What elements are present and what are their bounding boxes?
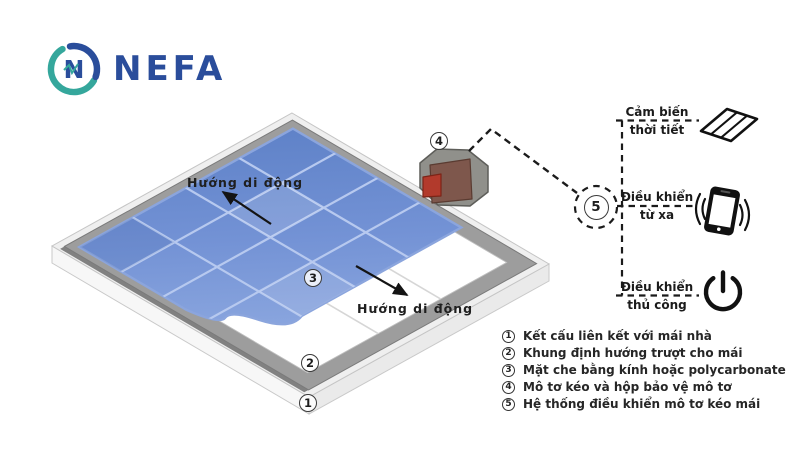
legend-item-1: 1 Kết cấu liên kết với mái nhà bbox=[502, 330, 786, 343]
control-wiring bbox=[468, 119, 699, 297]
legend-item-5: 5 Hệ thống điều khiển mô tơ kéo mái bbox=[502, 398, 786, 411]
movement-label-2: Hướng di động bbox=[357, 301, 474, 316]
arrow-down-right-icon bbox=[355, 265, 409, 296]
control-remote-line2: từ xa bbox=[639, 208, 675, 222]
control-remote-line1: Điều khiển bbox=[620, 190, 694, 204]
motor-box bbox=[419, 148, 489, 207]
power-button-icon bbox=[703, 270, 743, 312]
nefa-logo: N NEFA bbox=[45, 40, 226, 98]
legend-item-3: 3 Mặt che bằng kính hoặc polycarbonate bbox=[502, 364, 786, 377]
marker-5-hub: 5 bbox=[583, 194, 609, 220]
nefa-logo-icon: N bbox=[47, 42, 101, 96]
motor-core bbox=[422, 173, 442, 198]
marker-2: 2 bbox=[301, 354, 319, 372]
legend-num-2: 2 bbox=[502, 347, 515, 360]
legend-text-5: Hệ thống điều khiển mô tơ kéo mái bbox=[523, 397, 761, 411]
legend: 1 Kết cấu liên kết với mái nhà 2 Khung đ… bbox=[502, 330, 786, 411]
signal-waves-icon bbox=[694, 192, 751, 232]
legend-num-5: 5 bbox=[502, 398, 515, 411]
control-manual-line1: Điều khiển bbox=[620, 280, 694, 294]
control-manual-line2: thủ công bbox=[627, 298, 687, 312]
weather-sensor-icon bbox=[699, 107, 759, 143]
movement-label-1: Hướng di động bbox=[187, 175, 304, 190]
marker-4: 4 bbox=[430, 132, 448, 150]
legend-text-2: Khung định hướng trượt cho mái bbox=[523, 346, 743, 360]
movement-arrows bbox=[221, 191, 409, 296]
smartphone-icon bbox=[694, 186, 751, 236]
legend-num-3: 3 bbox=[502, 364, 515, 377]
glass-panel bbox=[52, 113, 485, 359]
glass-panel-grid bbox=[52, 113, 485, 359]
legend-item-4: 4 Mô tơ kéo và hộp bảo vệ mô tơ bbox=[502, 381, 786, 394]
legend-text-4: Mô tơ kéo và hộp bảo vệ mô tơ bbox=[523, 380, 732, 394]
legend-num-1: 1 bbox=[502, 330, 515, 343]
control-weather-line2: thời tiết bbox=[629, 123, 685, 137]
control-weather-line1: Cảm biến bbox=[625, 105, 689, 119]
legend-text-3: Mặt che bằng kính hoặc polycarbonate bbox=[523, 363, 786, 377]
brand-wordmark: NEFA bbox=[113, 49, 227, 89]
arrow-up-left-icon bbox=[221, 191, 272, 225]
marker-1: 1 bbox=[299, 394, 317, 412]
legend-num-4: 4 bbox=[502, 381, 515, 394]
legend-text-1: Kết cấu liên kết với mái nhà bbox=[523, 329, 712, 343]
legend-item-2: 2 Khung định hướng trượt cho mái bbox=[502, 347, 786, 360]
marker-3: 3 bbox=[304, 269, 322, 287]
